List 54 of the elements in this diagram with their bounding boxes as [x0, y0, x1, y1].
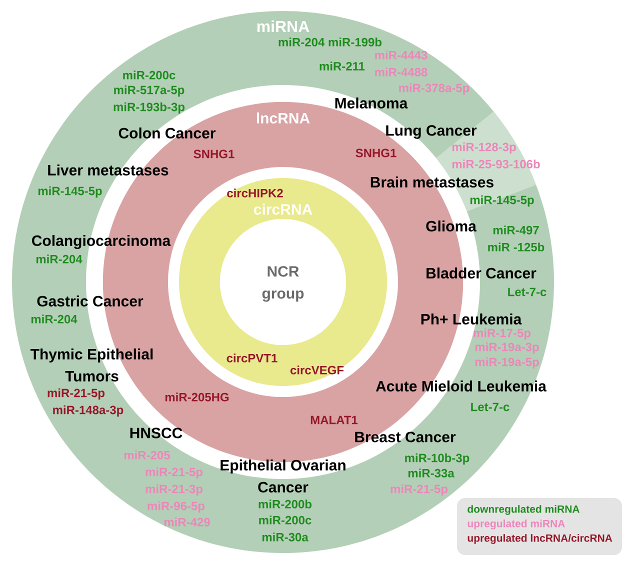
lncrna-label: miR-205HG	[165, 392, 229, 402]
mirna-label: miR-21-5p	[390, 484, 448, 496]
cancer-type-label: Colon Cancer	[118, 128, 216, 138]
cancer-type-label: HNSCC	[130, 428, 182, 438]
mirna-label: miR-145-5p	[38, 186, 102, 198]
node-label: miRNA	[257, 20, 310, 32]
cancer-type-label: Gastric Cancer	[37, 296, 144, 306]
mirna-label: miR-429	[164, 518, 210, 526]
mirna-label: miR-30a	[262, 532, 308, 542]
mirna-label: miR-25-93-106b	[452, 160, 540, 168]
mirna-label: miR-204	[31, 314, 78, 324]
mirna-label: miR-33a	[408, 468, 454, 478]
mirna-label: Let-7-c	[508, 288, 546, 296]
mirna-label: miR-200c	[259, 516, 312, 524]
mirna-label: miR-19a-3p	[475, 342, 539, 354]
mirna-label: miR-497	[493, 226, 539, 234]
circrna-label: circHIPK2	[227, 188, 283, 198]
mirna-label: miR-21-5p	[146, 467, 202, 479]
cancer-type-label: Colangiocarcinoma	[32, 234, 171, 250]
mirna-label: miR-128-3p	[452, 142, 516, 154]
cancer-type-label: Lung Cancer	[386, 125, 477, 139]
mirna-label: miR-17-5p	[474, 328, 530, 340]
mirna-label: miR-200c	[123, 70, 176, 80]
mirna-label: miR-517a-5p	[114, 85, 184, 97]
cancer-type-label: Ph+ Leukemia	[421, 314, 522, 324]
mirna-label: Let-7-c	[471, 402, 510, 412]
mirna-label: miR-21-5p	[48, 388, 104, 400]
mirna-label: miR-10b-3p	[405, 453, 470, 465]
mirna-label: miR-204 miR-199b	[278, 38, 382, 46]
mirna-label: miR-204	[36, 254, 82, 264]
mirna-label: miR-378a-5p	[399, 83, 470, 95]
cancer-type-label: Glioma	[426, 220, 477, 232]
mirna-label: miR-193b-3p	[114, 102, 185, 114]
mirna-label: miR-205	[124, 450, 170, 460]
mirna-label: miR-96-5p	[148, 501, 204, 513]
mirna-label: miR-148a-3p	[53, 405, 124, 417]
lncrna-label: MALAT1	[310, 416, 358, 424]
mirna-label: miR-4488	[375, 68, 428, 76]
cancer-type-label: Thymic Epithelial Tumors	[30, 348, 153, 382]
circrna-label: circVEGF	[290, 366, 344, 374]
mirna-label: miR-4443	[375, 50, 428, 60]
mirna-label: miR-19a-5p	[475, 357, 539, 369]
cancer-type-label: Epithelial Ovarian Cancer	[220, 460, 346, 492]
mirna-label: miR-200b	[258, 500, 312, 508]
mirna-label: miR-211	[320, 62, 365, 70]
lncrna-label: SNHG1	[356, 148, 396, 158]
mirna-label: miR-21-3p	[146, 484, 202, 496]
mirna-label: miR -125b	[488, 242, 544, 252]
cancer-type-label: Bladder Cancer	[426, 268, 536, 278]
mirna-label: miR-145-5p	[470, 195, 534, 207]
cancer-type-label: Breast Cancer	[355, 432, 456, 442]
lncrna-label: SNHG1	[194, 150, 234, 158]
cancer-type-label: Melanoma	[335, 98, 408, 108]
cancer-type-label: Liver metastases	[48, 164, 168, 176]
